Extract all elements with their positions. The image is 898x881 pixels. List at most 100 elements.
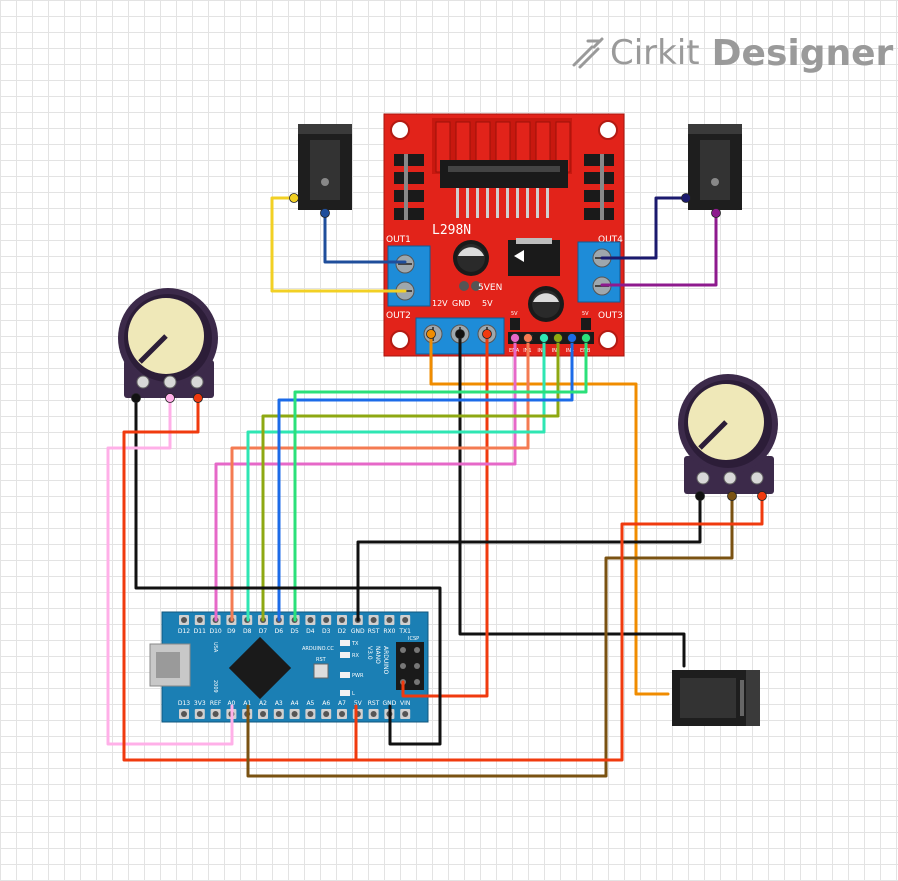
header-pin-hole xyxy=(307,617,314,623)
header-5v-left: 5V xyxy=(511,311,518,317)
pin-label: D11 xyxy=(194,628,206,635)
wire-pot-left-gnd xyxy=(134,396,442,746)
terminal-out3-out4[interactable] xyxy=(577,241,621,303)
led-tx xyxy=(340,640,350,646)
pin-label: A6 xyxy=(322,700,330,707)
power-label-12v: 12V xyxy=(432,299,448,308)
control-pin-label: IN4 xyxy=(566,348,574,354)
wire-5v-red xyxy=(401,332,489,698)
header-5v-right: 5V xyxy=(582,311,589,317)
wire-endpoint xyxy=(727,491,737,501)
header-pin-hole xyxy=(291,711,298,717)
pin-label: D3 xyxy=(322,628,331,635)
wire-in3-olive xyxy=(261,336,560,622)
potentiometer-right[interactable] xyxy=(678,374,778,494)
wire-endpoint xyxy=(510,333,520,343)
side-label-year: 2009 xyxy=(212,680,218,693)
wire-ena-pink xyxy=(214,336,517,622)
wire-pot-left-signal xyxy=(106,396,234,746)
mounting-hole xyxy=(598,120,618,140)
wire-12v-orange xyxy=(429,332,670,696)
header-pin-hole xyxy=(196,617,203,623)
diode-array-right xyxy=(584,154,614,220)
terminal-out1-out2[interactable] xyxy=(387,245,431,307)
arduino-nano[interactable]: RST TX RX PWR L ICSP ARDUINO.CC USA 2009… xyxy=(149,611,429,723)
led-rx xyxy=(340,652,350,658)
board-name-line1: ARDUINO xyxy=(382,646,389,675)
out3-label: OUT3 xyxy=(598,311,623,321)
pin-label: A3 xyxy=(275,700,283,707)
wire-in4-blue xyxy=(277,336,574,622)
header-pin-hole xyxy=(323,617,330,623)
potentiometer-left[interactable] xyxy=(118,288,218,398)
wire-endpoint xyxy=(455,329,465,339)
wire-pot-left-vcc xyxy=(122,396,358,762)
pin-label: D2 xyxy=(338,628,347,635)
wire-motor-right-navy xyxy=(600,196,688,260)
mounting-hole xyxy=(598,330,618,350)
header-pin-hole xyxy=(307,711,314,717)
led-label-rx: RX xyxy=(352,653,359,659)
pin-label: TX1 xyxy=(398,628,411,635)
capacitor xyxy=(528,286,564,322)
wire-pot-right-gnd xyxy=(356,494,702,622)
wire-endpoint xyxy=(757,491,767,501)
wire-endpoint xyxy=(165,393,175,403)
reset-button[interactable] xyxy=(313,663,329,679)
microcontroller-chip xyxy=(228,636,292,700)
wire-endpoint xyxy=(553,333,563,343)
led-label-tx: TX xyxy=(351,641,359,647)
board-name-line3: V3.0 xyxy=(366,646,373,660)
header-pin-hole xyxy=(196,711,203,717)
wire-gnd-black xyxy=(458,332,686,668)
5ven-jumper[interactable] xyxy=(459,281,481,291)
pin-label: A2 xyxy=(259,700,267,707)
power-label-gnd: GND xyxy=(452,299,470,308)
pin-label: GND xyxy=(351,628,365,635)
dc-motor-left[interactable] xyxy=(298,124,352,210)
wire-enb-green xyxy=(293,336,588,622)
l298-chip xyxy=(440,160,568,218)
dc-power-jack[interactable] xyxy=(672,670,760,726)
wire-endpoint xyxy=(320,208,330,218)
pin-label: RX0 xyxy=(383,628,395,635)
board-name-line2: NANO xyxy=(374,646,381,664)
pin-label: A0 xyxy=(227,700,235,707)
driver-model-label: L298N xyxy=(432,223,471,238)
icsp-header[interactable] xyxy=(396,642,424,690)
wire-pot-right-vcc xyxy=(354,494,764,762)
wire-endpoints xyxy=(131,193,767,501)
pin-label: RST xyxy=(368,700,380,707)
led-label-l: L xyxy=(352,691,355,697)
pin-label: D10 xyxy=(209,628,221,635)
pin-label: D8 xyxy=(243,628,252,635)
pin-label: D12 xyxy=(178,628,190,635)
pin-label: D4 xyxy=(306,628,315,635)
wire-endpoint xyxy=(539,333,549,343)
wire-endpoint xyxy=(289,193,299,203)
pin-label: A7 xyxy=(338,700,346,707)
header-pin-hole xyxy=(339,617,345,623)
mounting-hole xyxy=(390,330,410,350)
power-label-5v: 5V xyxy=(482,299,493,308)
pin-label: VIN xyxy=(400,700,410,707)
control-pin-label: IN2 xyxy=(537,348,545,354)
pin-label: REF xyxy=(210,700,222,707)
wire-endpoint xyxy=(523,333,533,343)
wire-endpoint xyxy=(426,329,436,339)
wire-endpoint xyxy=(681,193,691,203)
diode-array-left xyxy=(394,154,424,220)
out4-label: OUT4 xyxy=(598,235,623,245)
wire-endpoint xyxy=(695,491,705,501)
wire-endpoint xyxy=(482,329,492,339)
dc-motor-right[interactable] xyxy=(688,124,742,210)
l298n-motor-driver[interactable]: L298N 5VEN OUT1 OUT2 OUT4 OUT3 xyxy=(383,113,625,357)
pin-label: 5V xyxy=(354,700,363,707)
header-pin-hole xyxy=(339,711,345,717)
wire-in2-teal xyxy=(246,336,546,622)
wire-motor-left-yellow xyxy=(270,196,407,293)
brand-name: Cirkit xyxy=(610,33,700,73)
header-pin-hole xyxy=(370,711,377,717)
wire-endpoint xyxy=(131,393,141,403)
